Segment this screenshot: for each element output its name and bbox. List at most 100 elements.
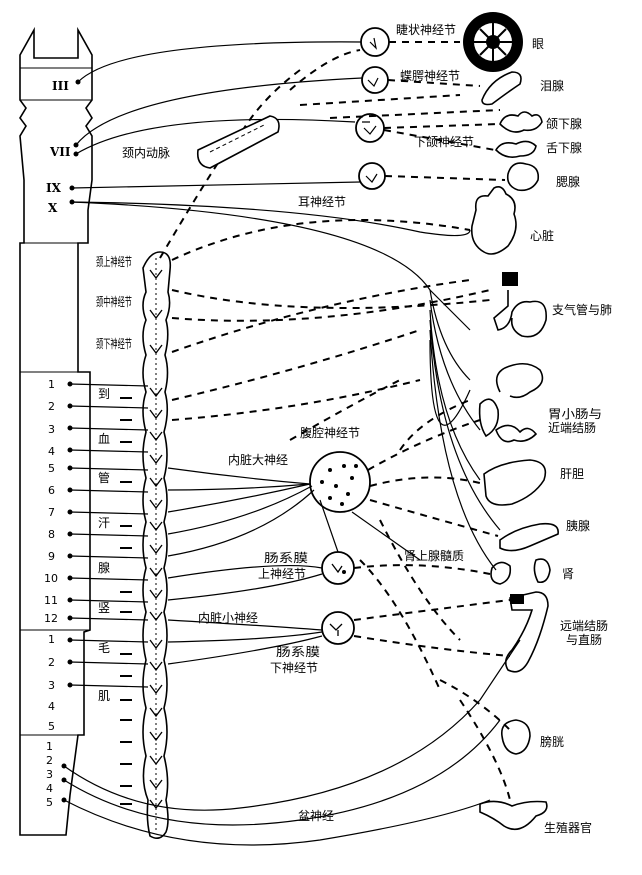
bronchi-lung-icon (493, 272, 547, 338)
lumbar-level: 2 (48, 656, 55, 669)
thoracic-level: 12 (44, 612, 58, 625)
otic-ganglion-label: 耳神经节 (298, 195, 346, 209)
lacrimal-gland-icon (481, 71, 522, 106)
spinal-cord (19, 26, 93, 836)
lesser-splanchnic-label: 内脏小神经 (198, 610, 258, 625)
inferior-cervical-ganglion-label: 颈下神经节 (96, 337, 132, 351)
sacral-level: 1 (46, 740, 53, 753)
middle-cervical-ganglion-label: 颈中神经节 (96, 294, 132, 309)
cranial-level-vii: VII (49, 145, 71, 159)
cranial-level-x: X (48, 201, 58, 215)
bladder-label: 膀胱 (540, 734, 564, 749)
lumbar-level: 5 (48, 720, 55, 733)
lacrimal-gland-label: 泪腺 (540, 79, 564, 93)
effector-char: 管 (98, 470, 110, 485)
thoracic-level: 8 (48, 528, 55, 541)
greater-splanchnic-label: 内脏大神经 (228, 452, 288, 467)
superior-mesenteric-label-2: 上神经节 (258, 567, 306, 581)
splanchnic-nerves (167, 467, 421, 665)
cranial-nerves (71, 41, 471, 331)
sacral-level: 5 (46, 796, 53, 809)
distal-colon-label-2: 与直肠 (566, 633, 602, 647)
thoracic-level: 4 (48, 445, 55, 458)
effector-char: 毛 (98, 641, 110, 655)
submandibular-gland-label: 颌下腺 (546, 116, 582, 131)
cranial-level-ix: IX (46, 181, 62, 195)
internal-carotid-label: 颈内动脉 (122, 145, 170, 160)
heart-icon (470, 186, 517, 255)
heart-label: 心脏 (530, 228, 554, 243)
pancreas-icon (499, 522, 559, 552)
inferior-mesenteric-label: 肠系膜 (276, 645, 320, 659)
lumbar-level: 1 (48, 633, 55, 646)
kidney-label: 肾 (562, 567, 574, 581)
distal-colon-icon (504, 591, 549, 673)
superior-cervical-ganglion-label: 颈上神经节 (96, 255, 132, 269)
effector-char: 血 (98, 432, 110, 446)
lumbar-levels: 1 2 3 4 5 (48, 633, 55, 733)
effector-char: 汗 (98, 516, 110, 530)
sacral-level: 2 (46, 754, 53, 767)
kidney-icon (490, 558, 551, 585)
effector-char: 肌 (98, 689, 110, 703)
sublingual-gland-label: 舌下腺 (546, 141, 582, 155)
thoracic-level: 6 (48, 484, 55, 497)
pancreas-label: 胰腺 (566, 519, 590, 533)
pterygopalatine-ganglion (361, 66, 389, 94)
liver-label: 肝胆 (560, 467, 584, 481)
thoracic-level: 1 (48, 378, 55, 391)
thoracic-levels: 1 2 3 4 5 6 7 8 9 10 11 12 (44, 378, 58, 625)
thoracic-level: 2 (48, 400, 55, 413)
thoracic-level: 7 (48, 506, 55, 519)
celiac-ganglion (309, 451, 371, 513)
lumbar-level: 4 (48, 700, 55, 713)
genital-organs-icon (479, 800, 548, 831)
sacral-level: 4 (46, 782, 53, 795)
otic-ganglion (358, 162, 386, 190)
bronchi-lung-label: 支气管与肺 (552, 302, 612, 317)
ciliary-ganglion-label: 睫状神经节 (396, 23, 456, 37)
inferior-mesenteric-ganglion (321, 611, 355, 645)
superior-mesenteric-ganglion (321, 551, 355, 585)
stomach-intestine-icon (478, 362, 544, 443)
effector-char: 竖 (98, 601, 110, 615)
submandibular-ganglion-label: 下颌神经节 (414, 134, 474, 149)
sublingual-gland-icon (494, 140, 537, 158)
liver-icon (483, 459, 547, 506)
thoracic-level: 5 (48, 462, 55, 475)
pelvic-nerve (63, 639, 521, 846)
stomach-intestine-label: 胃小肠与 (548, 407, 602, 421)
thoracic-level: 9 (48, 550, 55, 563)
distal-colon-label: 远端结肠 (560, 619, 608, 633)
sympathetic-postganglionic (171, 219, 511, 801)
adrenal-medulla-label: 肾上腺髓质 (404, 549, 464, 563)
sacral-levels: 1 2 3 4 5 (46, 740, 53, 809)
eye-icon (463, 12, 523, 72)
parotid-gland-icon (506, 162, 540, 192)
thoracic-level: 11 (44, 594, 58, 607)
effector-char: 腺 (98, 561, 110, 575)
pterygopalatine-ganglion-label: 蝶腭神经节 (400, 68, 460, 83)
stomach-intestine-label-2: 近端结肠 (548, 421, 596, 435)
postganglionic-dashes (120, 397, 132, 805)
effector-char: 到 (98, 387, 110, 401)
cranial-level-iii: III (52, 79, 69, 93)
superior-mesenteric-label: 肠系膜 (264, 551, 308, 565)
submandibular-gland-icon (499, 111, 543, 133)
preganglionic-rami (69, 383, 149, 688)
celiac-ganglion-label: 腹腔神经节 (300, 425, 360, 440)
lumbar-level: 3 (48, 679, 55, 692)
thoracic-level: 3 (48, 423, 55, 436)
parotid-gland-label: 腮腺 (556, 175, 580, 189)
thoracic-level: 10 (44, 572, 58, 585)
genital-organs-label: 生殖器官 (544, 820, 592, 835)
sacral-level: 3 (46, 768, 53, 781)
inferior-mesenteric-label-2: 下神经节 (270, 661, 318, 675)
ciliary-ganglion (360, 27, 390, 57)
internal-carotid-artery (196, 115, 280, 169)
pelvic-nerve-label: 盆神经 (298, 809, 334, 823)
sympathetic-chain (142, 251, 172, 840)
eye-label: 眼 (532, 37, 544, 51)
submandibular-ganglion (355, 113, 385, 143)
